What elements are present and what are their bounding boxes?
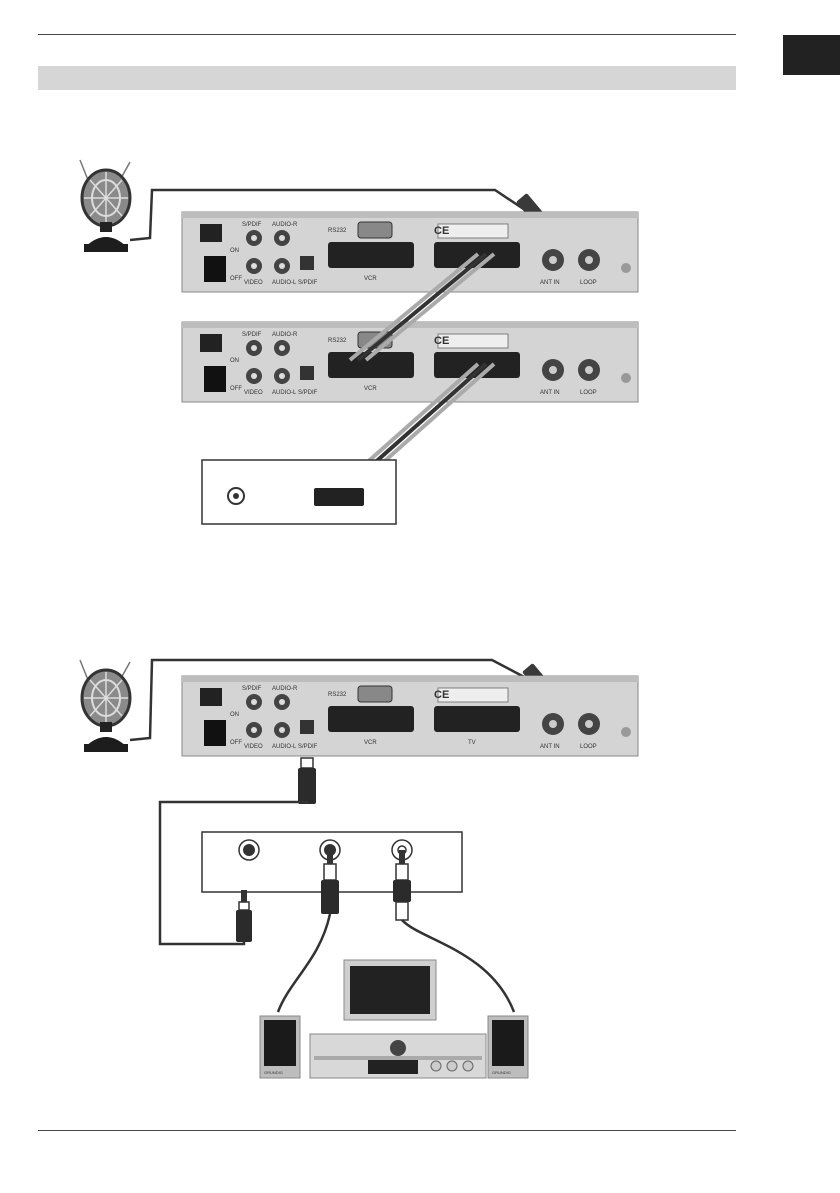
label-ant-in: ANT IN — [540, 744, 560, 750]
speaker-brand-left: GRUNDIG — [264, 1070, 283, 1075]
label-ant-in: ANT IN — [540, 390, 560, 396]
hifi-system-icon: GRUNDIG GRUNDIG — [260, 960, 528, 1078]
label-spdif-bottom: S/PDIF — [298, 744, 318, 750]
label-rs232: RS232 — [328, 692, 347, 698]
connection-diagram-1: S/PDIF AUDIO-R RS232 ON OFF VIDEO AUDIO-… — [0, 150, 840, 540]
label-audio-r: AUDIO-R — [272, 332, 298, 338]
label-on: ON — [230, 712, 239, 718]
antenna-icon — [80, 660, 130, 752]
header-rule — [38, 34, 736, 35]
antenna-icon — [80, 160, 130, 252]
label-ce: CE — [434, 225, 449, 237]
label-loop: LOOP — [580, 744, 597, 750]
label-audio-l: AUDIO-L — [272, 390, 297, 396]
label-spdif-bottom: S/PDIF — [298, 280, 318, 286]
label-vcr: VCR — [364, 386, 377, 392]
label-audio-l: AUDIO-L — [272, 744, 297, 750]
spdif-plug-icon — [298, 758, 316, 804]
label-audio-r: AUDIO-R — [272, 222, 298, 228]
section-tab — [783, 35, 840, 75]
receiver-back-panel-2: S/PDIF AUDIO-R RS232 ON OFF VIDEO AUDIO-… — [182, 322, 638, 402]
label-ant-in: ANT IN — [540, 280, 560, 286]
footer-rule — [38, 1130, 736, 1131]
rca-plug-digital-icon — [236, 890, 252, 942]
label-vcr: VCR — [364, 276, 377, 282]
connection-diagram-2: S/PDIF AUDIO-R RS232 ON OFF VIDEO AUDIO-… — [0, 650, 840, 1090]
label-on: ON — [230, 248, 239, 254]
label-audio-l: AUDIO-L — [272, 280, 297, 286]
label-video: VIDEO — [244, 744, 263, 750]
label-loop: LOOP — [580, 280, 597, 286]
label-rs232: RS232 — [328, 228, 347, 234]
label-spdif-bottom: S/PDIF — [298, 390, 318, 396]
label-off: OFF — [230, 386, 242, 392]
speaker-brand-right: GRUNDIG — [492, 1070, 511, 1075]
label-vcr: VCR — [364, 740, 377, 746]
label-loop: LOOP — [580, 390, 597, 396]
label-ce: CE — [434, 335, 449, 347]
label-video: VIDEO — [244, 280, 263, 286]
label-video: VIDEO — [244, 390, 263, 396]
label-tv: TV — [468, 740, 476, 746]
label-audio-r: AUDIO-R — [272, 686, 298, 692]
label-spdif: S/PDIF — [242, 686, 262, 692]
label-rs232: RS232 — [328, 338, 347, 344]
label-off: OFF — [230, 740, 242, 746]
label-ce: CE — [434, 689, 449, 701]
speaker-cable-left — [278, 914, 330, 1012]
tv-box — [202, 460, 396, 524]
receiver-back-panel-1: S/PDIF AUDIO-R RS232 ON OFF VIDEO AUDIO-… — [182, 212, 638, 292]
section-title-bar — [38, 66, 736, 90]
label-spdif: S/PDIF — [242, 222, 262, 228]
label-on: ON — [230, 358, 239, 364]
label-off: OFF — [230, 276, 242, 282]
receiver-back-panel-3: S/PDIF AUDIO-R RS232 ON OFF VIDEO AUDIO-… — [182, 676, 638, 756]
label-spdif: S/PDIF — [242, 332, 262, 338]
